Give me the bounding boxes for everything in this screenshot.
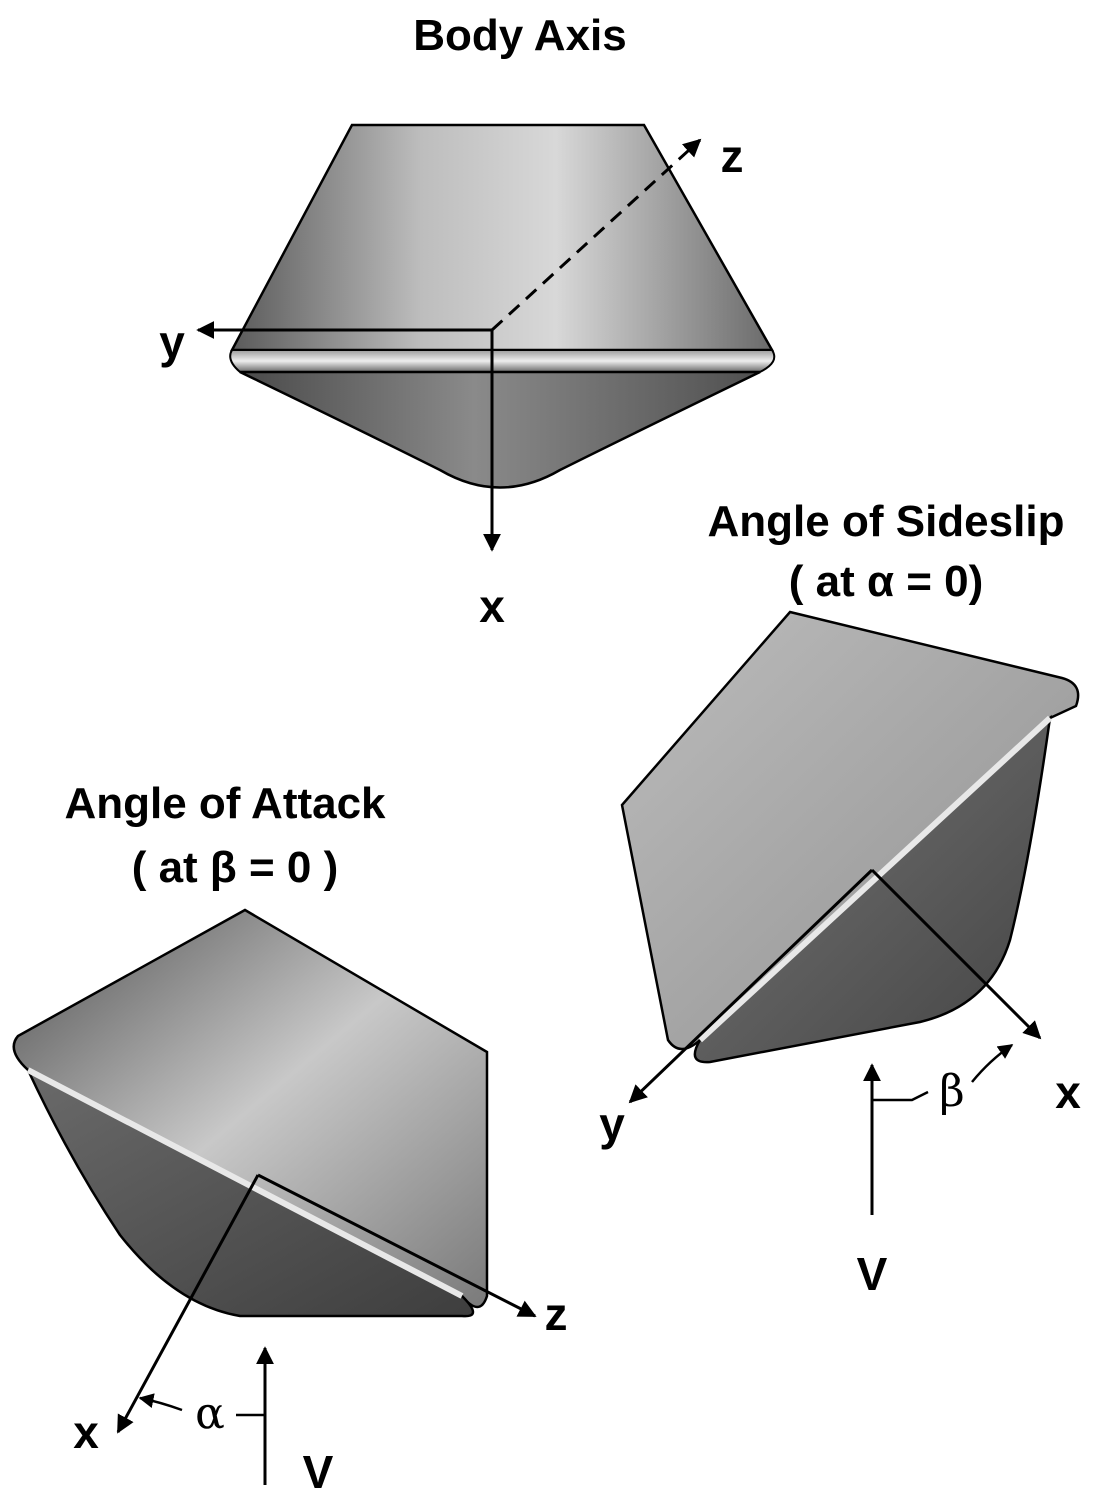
sideslip-velocity-label: V <box>857 1248 888 1300</box>
body-axis-x-label: x <box>479 580 505 632</box>
sideslip-title: Angle of Sideslip <box>708 497 1065 546</box>
attack-condition: ( at β = 0 ) <box>132 843 339 892</box>
sideslip-x-label: x <box>1055 1066 1081 1118</box>
body-axis-y-label: y <box>159 316 185 368</box>
attack-capsule <box>12 908 489 1318</box>
sideslip-x-axis <box>870 868 1042 1040</box>
sideslip-condition: ( at α = 0) <box>789 557 984 606</box>
attack-title: Angle of Attack <box>64 779 386 828</box>
body-axis-z-label: z <box>721 130 744 182</box>
attack-panel: Angle of Attack ( at β = 0 ) z x α V <box>12 779 568 1497</box>
attack-alpha-arrow <box>138 1393 183 1412</box>
body-axis-panel: Body Axis z y x <box>159 11 776 632</box>
body-axis-z-line <box>490 138 702 332</box>
attack-alpha-label: α <box>195 1388 225 1439</box>
sideslip-beta-label: β <box>939 1066 964 1117</box>
sideslip-beta-leader <box>872 1090 929 1102</box>
attack-x-label: x <box>73 1406 99 1458</box>
attack-x-axis <box>116 1174 260 1434</box>
sideslip-y-axis <box>628 868 874 1104</box>
sideslip-capsule <box>620 610 1080 1064</box>
attack-velocity-label: V <box>303 1446 334 1497</box>
body-axis-capsule <box>229 123 776 489</box>
attack-z-label: z <box>545 1288 568 1340</box>
sideslip-y-label: y <box>599 1098 625 1150</box>
sideslip-panel: Angle of Sideslip ( at α = 0) y x β V <box>599 497 1081 1300</box>
body-axis-title: Body Axis <box>413 11 627 60</box>
attack-z-axis <box>257 1173 537 1318</box>
sideslip-beta-arrow <box>971 1043 1014 1083</box>
